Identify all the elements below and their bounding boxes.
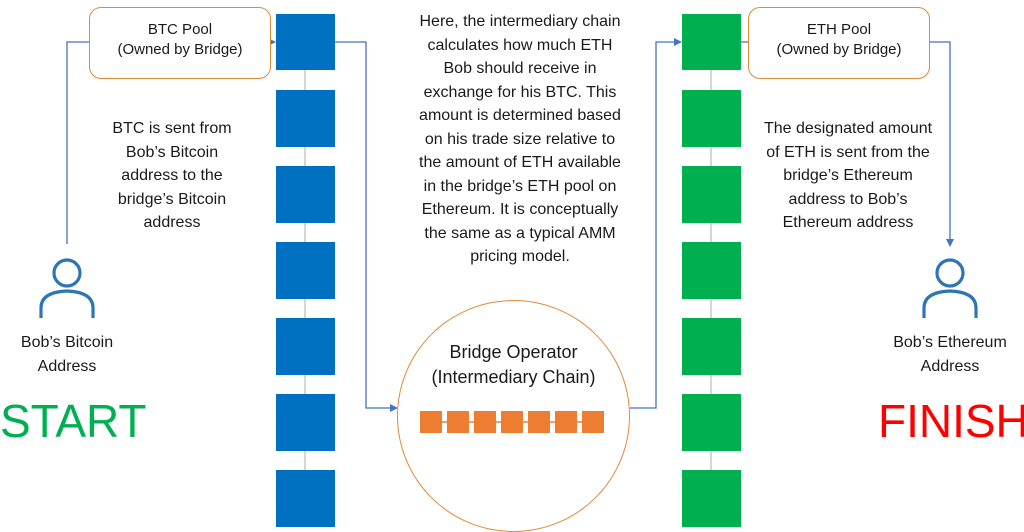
eth-block <box>682 166 741 223</box>
eth-sent-line: address to Bob’s <box>788 190 908 208</box>
explanation-line: Here, the intermediary chain <box>419 13 621 30</box>
eth-pool-box: ETH Pool (Owned by Bridge) <box>748 7 930 79</box>
eth-sent-line: The designated amount <box>763 120 933 137</box>
intermediary-block <box>528 411 550 433</box>
bob-ethereum-line: Bob’s Ethereum <box>893 334 1007 351</box>
eth-block <box>682 90 741 147</box>
pricing-explanation: Here, the intermediary chain calculates … <box>380 10 660 269</box>
person-icon <box>922 258 978 318</box>
bob-ethereum-address-label: Bob’s Ethereum Address <box>880 331 1020 378</box>
explanation-line: on his trade size relative to <box>424 130 616 148</box>
operator-title: Bridge Operator <box>449 342 578 362</box>
finish-label: FINISH <box>878 395 1024 447</box>
bob-bitcoin-line: Bob’s Bitcoin <box>20 334 114 351</box>
eth-block <box>682 394 741 451</box>
btc-block <box>276 318 335 375</box>
intermediary-block <box>447 411 469 433</box>
btc-block <box>276 166 335 223</box>
explanation-line: in the bridge’s ETH pool on <box>423 177 617 195</box>
intermediary-block <box>474 411 496 433</box>
btc-sent-line: address to the <box>121 167 223 184</box>
eth-block <box>682 470 741 527</box>
bob-bitcoin-address-label: Bob’s Bitcoin Address <box>7 331 127 378</box>
eth-sent-description: The designated amount of ETH is sent fro… <box>740 117 956 235</box>
intermediary-block <box>582 411 604 433</box>
eth-pool-subtitle: (Owned by Bridge) <box>776 41 902 58</box>
btc-sent-line: address <box>143 214 201 231</box>
btc-pool-title: BTC Pool <box>147 21 213 38</box>
btc-sent-description: BTC is sent from Bob’s Bitcoin address t… <box>72 117 272 235</box>
eth-block <box>682 14 741 70</box>
explanation-line: pricing model. <box>470 248 570 265</box>
eth-block <box>682 242 741 299</box>
explanation-line: the same as a typical AMM <box>424 224 616 242</box>
eth-sent-line: of ETH is sent from the <box>766 143 930 161</box>
eth-sent-line: bridge’s Ethereum <box>783 167 913 184</box>
intermediary-block <box>555 411 577 433</box>
intermediary-chain <box>420 411 604 433</box>
operator-subtitle: (Intermediary Chain) <box>431 367 596 387</box>
intermediary-block <box>501 411 523 433</box>
arrow-btc-chain-to-operator <box>334 41 398 412</box>
explanation-line: calculates how much ETH <box>427 36 613 54</box>
btc-pool-box: BTC Pool (Owned by Bridge) <box>89 7 271 79</box>
explanation-line: amount is determined based <box>419 107 621 124</box>
btc-sent-line: bridge’s Bitcoin <box>117 190 227 208</box>
explanation-line: Bob should receive in <box>443 60 597 77</box>
btc-block <box>276 90 335 147</box>
explanation-line: the amount of ETH available <box>419 154 621 171</box>
btc-pool-subtitle: (Owned by Bridge) <box>117 41 243 58</box>
btc-sent-line: BTC is sent from <box>112 120 232 137</box>
start-label: START <box>0 395 147 447</box>
person-icon <box>39 258 95 318</box>
btc-block <box>276 470 335 527</box>
btc-block <box>276 14 335 70</box>
btc-sent-line: Bob’s Bitcoin <box>125 143 219 161</box>
intermediary-block <box>420 411 442 433</box>
eth-pool-title: ETH Pool <box>806 21 872 38</box>
btc-block <box>276 394 335 451</box>
btc-block <box>276 242 335 299</box>
eth-block <box>682 318 741 375</box>
bridge-operator-label: Bridge Operator (Intermediary Chain) <box>397 340 630 390</box>
eth-sent-line: Ethereum address <box>782 214 914 231</box>
bob-bitcoin-line: Address <box>37 357 97 375</box>
explanation-line: exchange for his BTC. This <box>423 83 617 101</box>
bob-ethereum-line: Address <box>920 357 980 375</box>
arrow-operator-to-eth-chain <box>630 38 682 409</box>
explanation-line: Ethereum. It is conceptually <box>421 201 619 218</box>
